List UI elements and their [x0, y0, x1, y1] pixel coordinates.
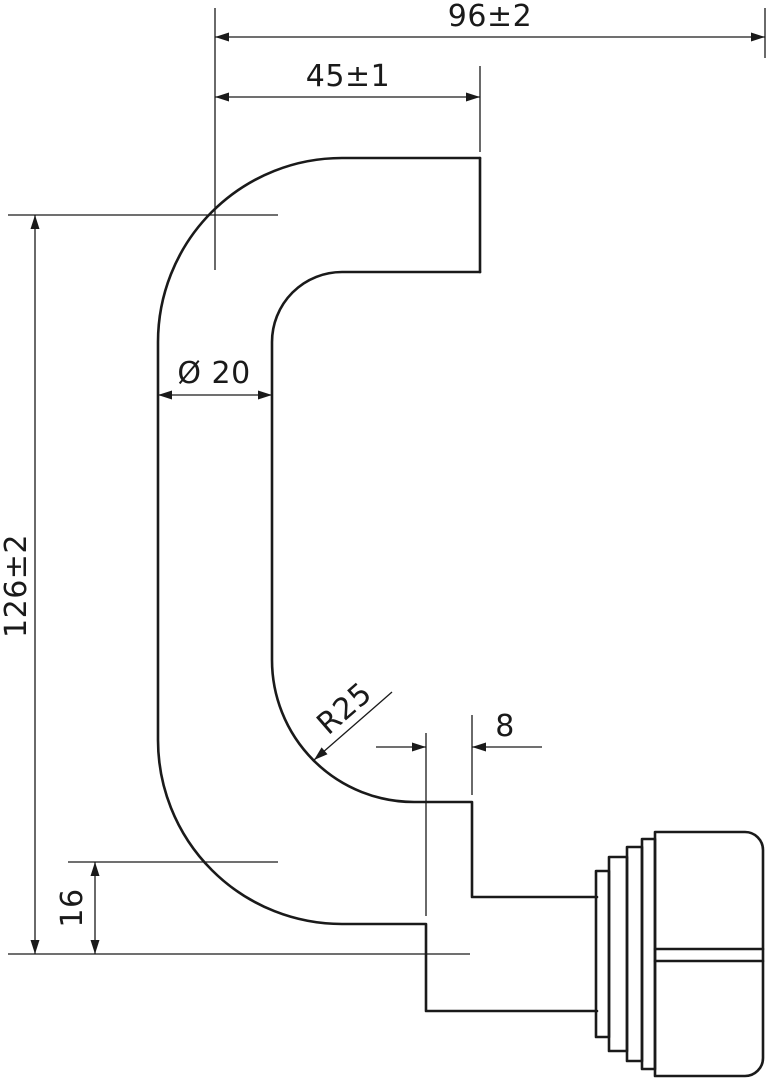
connector-fitting — [594, 830, 765, 1078]
dimension-outlet-drop: 16 — [55, 862, 100, 954]
dimension-label-8: 8 — [495, 709, 515, 744]
dimension-overall-height: 126±2 — [0, 215, 40, 954]
dimension-label-16: 16 — [55, 888, 90, 927]
fitting-body — [653, 830, 765, 1078]
fitting-ring-1 — [594, 869, 611, 1039]
dimension-label-45: 45±1 — [306, 59, 390, 94]
dimension-label-d20: Ø 20 — [177, 356, 250, 391]
fitting-ring-3 — [625, 845, 644, 1063]
extension-lines — [8, 8, 766, 955]
fitting-ring-2 — [607, 855, 629, 1053]
dimension-overall-width: 96±2 — [215, 0, 765, 42]
dimension-outlet-step: 8 — [376, 709, 542, 752]
dimension-upper-arm-length: 45±1 — [215, 59, 480, 102]
tube-inner-contour — [270, 270, 599, 899]
fitting-ring-4 — [640, 837, 657, 1071]
dimension-tube-diameter: Ø 20 — [158, 356, 272, 400]
dimension-label-126: 126±2 — [0, 534, 34, 638]
radius-leader-line — [313, 691, 393, 761]
dimension-label-96: 96±2 — [448, 0, 532, 34]
tube-outer-contour — [156, 156, 599, 1013]
part-outline — [156, 156, 599, 1013]
dimension-label-r25: R25 — [310, 676, 379, 742]
